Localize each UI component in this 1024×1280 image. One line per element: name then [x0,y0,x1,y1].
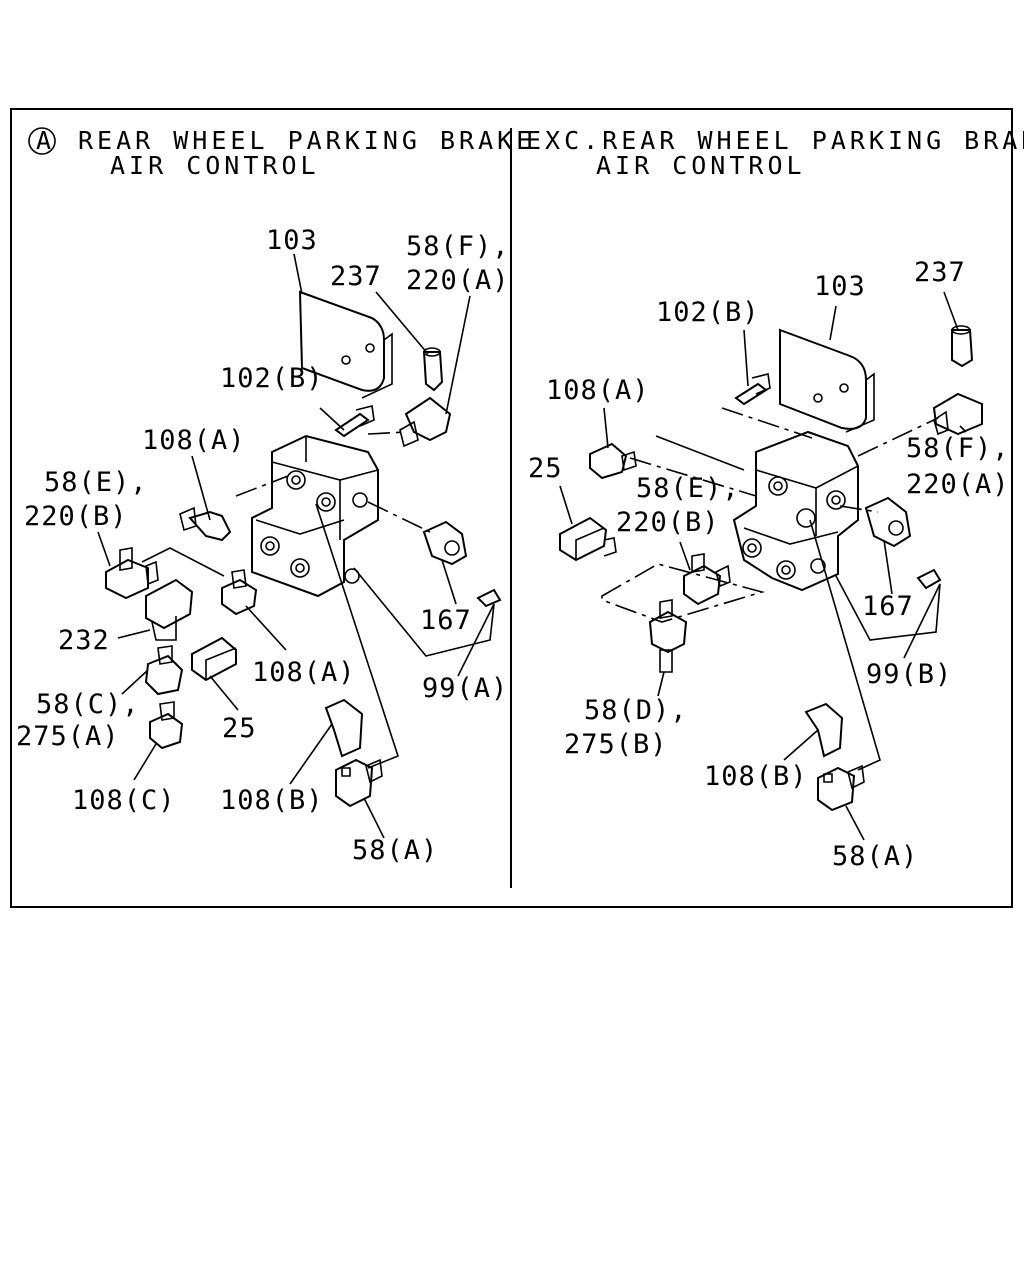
right-label-220b: 220(B) [616,507,720,538]
left-label-58a: 58(A) [352,835,439,866]
left-label-58c: 58(C), [36,689,140,720]
left-switch-25 [192,638,236,680]
panel-divider [510,128,512,888]
right-label-103: 103 [814,271,866,302]
left-label-25: 25 [222,713,257,744]
right-title-line2: AIR CONTROL [596,151,806,180]
right-title-line1: EXC.REAR WHEEL PARKING BRAKE [526,126,1024,155]
left-label-108a-low: 108(A) [252,657,356,688]
right-label-99b: 99(B) [866,659,953,690]
right-fitting-58d [650,612,686,652]
left-fitting-58c [146,656,182,694]
right-label-167: 167 [862,591,914,622]
left-bracket-167 [424,522,466,564]
left-valve-232 [146,580,192,628]
left-tee-58e [106,560,148,598]
right-elbow-108b [806,704,842,756]
left-label-275a: 275(A) [16,721,120,752]
left-label-220b: 220(B) [24,501,128,532]
left-fitting-58f [406,398,450,440]
left-fitting-108c [150,714,182,748]
right-bolt-102b [736,384,766,404]
left-circle-letter: A [36,126,56,155]
left-label-167: 167 [420,605,472,636]
right-label-58d: 58(D), [584,695,688,726]
left-elbow-108b [326,700,362,756]
right-plug-237 [952,330,972,366]
left-label-237: 237 [330,261,382,292]
right-label-275b: 275(B) [564,729,668,760]
left-bracket-103 [300,292,384,391]
right-label-108b: 108(B) [704,761,808,792]
left-label-108b: 108(B) [220,785,324,816]
right-label-108a: 108(A) [546,375,650,406]
left-label-102b: 102(B) [220,363,324,394]
right-label-58f: 58(F), [906,433,1010,464]
diagram-frame [10,108,1013,908]
right-label-25: 25 [528,453,563,484]
left-label-103: 103 [266,225,318,256]
right-bracket-167 [866,498,910,546]
left-label-58f: 58(F), [406,231,510,262]
left-title-line1: REAR WHEEL PARKING BRAKE [78,126,536,155]
left-elbow-108a [190,512,230,540]
right-label-58e: 58(E), [636,473,740,504]
left-fitting-58a [336,760,372,806]
left-label-108c: 108(C) [72,785,176,816]
left-label-232: 232 [58,625,110,656]
left-label-99a: 99(A) [422,673,509,704]
right-bracket-103 [780,330,866,429]
left-title-line2: AIR CONTROL [110,151,320,180]
left-plug-237 [424,352,442,390]
left-parts-illustration [98,254,500,838]
right-fitting-58f [934,394,982,434]
right-switch-25 [560,518,606,560]
right-valve-body [734,432,858,590]
left-label-58e: 58(E), [44,467,148,498]
right-label-58a: 58(A) [832,841,919,872]
left-label-220a: 220(A) [406,265,510,296]
right-label-220a: 220(A) [906,469,1010,500]
right-parts-illustration [560,292,982,840]
left-valve-body [252,436,378,596]
right-elbow-108a [590,444,626,478]
left-bolt-102b [336,414,368,436]
section-marker-circle [29,128,55,154]
right-label-237: 237 [914,257,966,288]
left-label-108a-top: 108(A) [142,425,246,456]
right-fitting-58a [818,768,854,810]
right-label-102b: 102(B) [656,297,760,328]
